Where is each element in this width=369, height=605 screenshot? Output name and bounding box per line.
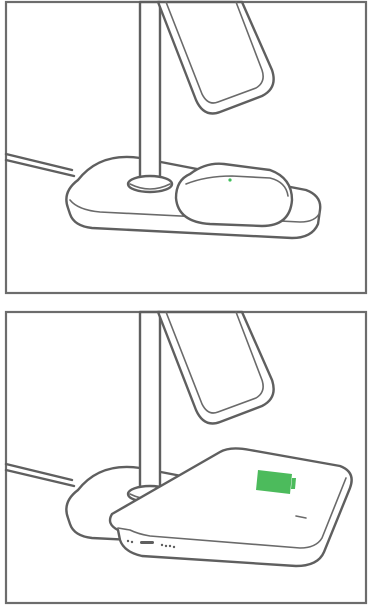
- panel-bottom: [6, 312, 366, 603]
- phone-on-stand: [158, 2, 274, 114]
- panel-top: [6, 2, 366, 293]
- status-light-icon: [228, 178, 231, 181]
- phone-on-stand-2: [158, 312, 274, 424]
- earbuds-case: [176, 164, 292, 226]
